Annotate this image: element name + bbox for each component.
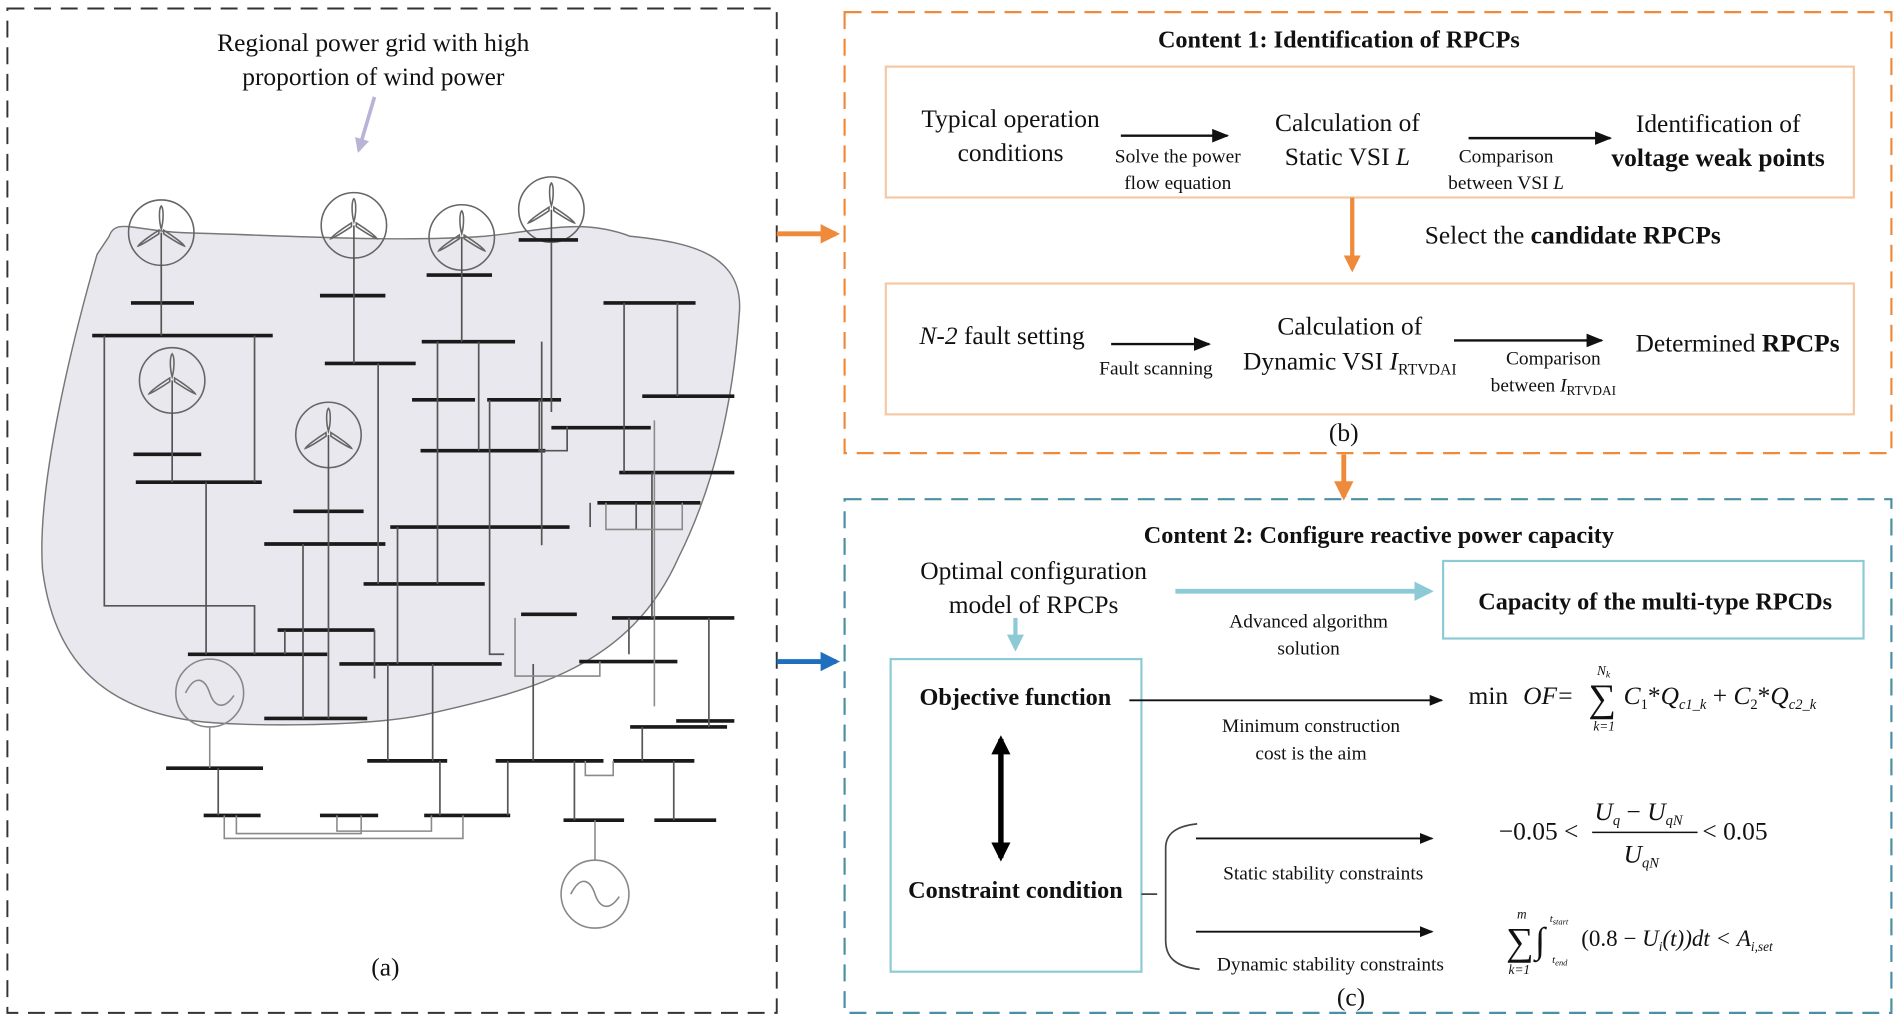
panel-b-label: (b): [1329, 418, 1359, 447]
panel-a: Regional power grid with high proportion…: [6, 7, 778, 1014]
region-pointer-arrow: [355, 96, 377, 154]
transmission-lines: [103, 242, 710, 840]
svg-text:< 0.05: < 0.05: [1702, 817, 1767, 846]
algorithm-solution-label-line1: Advanced algorithm: [1229, 612, 1388, 633]
n2-fault-setting: N-2 fault setting: [918, 321, 1085, 350]
objective-function-label: Objective function: [920, 684, 1112, 711]
bus-bars: [92, 238, 735, 823]
svg-text:k=1: k=1: [1509, 962, 1531, 977]
integral-symbol: ∫: [1532, 920, 1547, 962]
panel-c-border: [843, 498, 1893, 1014]
optimal-model-line2: model of RPCPs: [949, 590, 1119, 619]
panel-b-title: Content 1: Identification of RPCPs: [1158, 26, 1520, 53]
wind-region-area: [41, 225, 741, 726]
summation-symbol: ∑: [1589, 677, 1617, 720]
compare-irtvdai-label-line1: Comparison: [1506, 349, 1601, 370]
compare-vsi-l-label-line1: Comparison: [1459, 146, 1554, 167]
objective-formula: min OF = ∑ Nk k=1 C1*Qc1_k + C2*Qc2_k: [1469, 663, 1817, 734]
panel-c: Content 2: Configure reactive power capa…: [843, 498, 1893, 1014]
typical-conditions-line2: conditions: [958, 138, 1064, 167]
select-candidates-label: Select the candidate RPCPs: [1425, 221, 1721, 250]
dynamic-vsi-calc-line2: Dynamic VSI IRTVDAI: [1243, 347, 1457, 379]
capacity-box: [1442, 559, 1865, 640]
weak-points-line2: voltage weak points: [1611, 143, 1824, 172]
objective-constraint-box: [889, 658, 1143, 973]
generator-icon: [560, 859, 630, 929]
panel-b: Content 1: Identification of RPCPs Typic…: [843, 11, 1893, 455]
determined-rpcps: Determined RPCPs: [1635, 328, 1839, 357]
solve-power-flow-label-line2: flow equation: [1124, 173, 1231, 194]
svg-text:Nk: Nk: [1596, 663, 1611, 680]
svg-text:min: min: [1469, 681, 1509, 710]
summation-symbol: ∑: [1506, 921, 1534, 964]
svg-text:tend: tend: [1552, 954, 1568, 967]
solve-power-flow-label-line1: Solve the power: [1115, 146, 1241, 167]
panel-c-label: (c): [1337, 983, 1365, 1012]
compare-vsi-l-label-line2: between VSI L: [1448, 173, 1564, 194]
region-annotation-line1: Regional power grid with high: [217, 28, 530, 57]
weak-points-line1: Identification of: [1636, 109, 1801, 138]
constraint-condition-label: Constraint condition: [908, 877, 1123, 904]
optimal-model-line1: Optimal configuration: [920, 556, 1147, 585]
svg-text:(0.8 − Ui(t))dt < Ai,set: (0.8 − Ui(t))dt < Ai,set: [1581, 925, 1773, 954]
dynamic-constraint-label: Dynamic stability constraints: [1217, 954, 1444, 975]
static-stability-formula: −0.05 < Uq − UqN UqN < 0.05: [1499, 797, 1768, 871]
dynamic-identification-box: [884, 282, 1855, 416]
constraint-brace: [1141, 823, 1200, 971]
svg-text:Uq − UqN: Uq − UqN: [1595, 797, 1684, 829]
region-annotation-line2: proportion of wind power: [242, 62, 505, 91]
svg-text:UqN: UqN: [1624, 840, 1661, 872]
panel-a-border: [6, 7, 778, 1014]
wind-turbine-icon: [517, 176, 585, 244]
static-vsi-calc-line1: Calculation of: [1275, 108, 1420, 137]
svg-text:tstart: tstart: [1550, 913, 1569, 926]
compare-irtvdai-label-line2: between IRTVDAI: [1491, 375, 1616, 398]
typical-conditions-line1: Typical operation: [921, 104, 1100, 133]
dynamic-stability-formula: ∑ m k=1 ∫ tstart tend (0.8 − Ui(t))dt < …: [1506, 906, 1773, 977]
algorithm-solution-label-line2: solution: [1277, 638, 1340, 659]
static-constraint-label: Static stability constraints: [1223, 864, 1423, 885]
min-cost-label-line2: cost is the aim: [1255, 744, 1366, 765]
svg-text:−0.05 <: −0.05 <: [1499, 817, 1579, 846]
svg-text:OF: OF: [1523, 681, 1557, 710]
capacity-box-label: Capacity of the multi-type RPCDs: [1478, 588, 1832, 615]
min-cost-label-line1: Minimum construction: [1222, 716, 1400, 737]
static-identification-box: [884, 65, 1855, 199]
panel-b-border: [843, 11, 1893, 455]
svg-text:C1*Qc1_k + C2*Qc2_k: C1*Qc1_k + C2*Qc2_k: [1624, 681, 1817, 713]
svg-text:k=1: k=1: [1593, 719, 1615, 734]
panel-a-label: (a): [371, 952, 399, 981]
static-vsi-calc-line2: Static VSI L: [1285, 142, 1410, 171]
dynamic-vsi-calc-line1: Calculation of: [1277, 311, 1422, 340]
panel-c-title: Content 2: Configure reactive power capa…: [1144, 522, 1614, 549]
svg-text:=: =: [1558, 681, 1572, 710]
svg-text:m: m: [1517, 906, 1527, 921]
wind-turbine-icon: [320, 191, 388, 259]
fault-scanning-label: Fault scanning: [1099, 358, 1213, 379]
